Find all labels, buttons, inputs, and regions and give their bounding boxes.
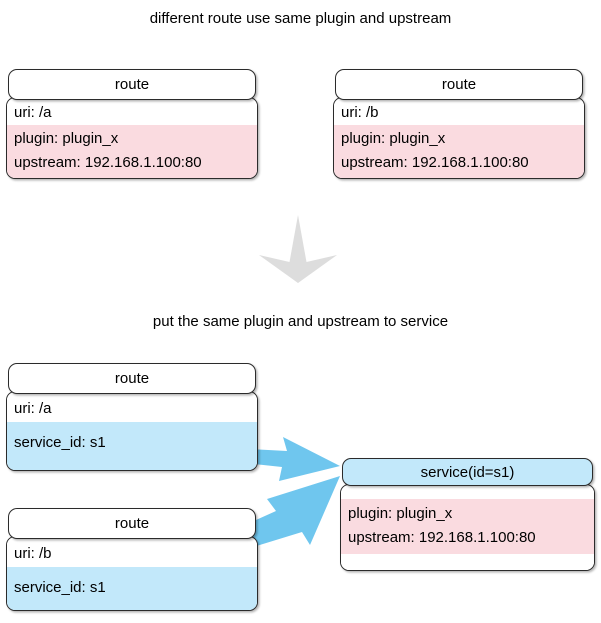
route-node-a-bottom-row-service-id: service_id: s1 (7, 422, 257, 456)
route-node-b-top-row-upstream: upstream: 192.168.1.100:80 (334, 151, 584, 175)
route-node-a-bottom-header: route (8, 363, 256, 394)
route-node-b-top-fill (334, 175, 584, 178)
route-node-b-bottom-body: uri: /b service_id: s1 (6, 536, 258, 611)
route-node-b-top-header: route (335, 69, 583, 100)
top-section-caption: different route use same plugin and upst… (149, 10, 452, 27)
service-node-body: plugin: plugin_x upstream: 192.168.1.100… (340, 484, 595, 571)
route-node-a-bottom-row-uri: uri: /a (7, 392, 257, 422)
service-node-top-pad (341, 485, 594, 499)
route-node-a-top-fill (7, 175, 257, 178)
bottom-section-caption: put the same plugin and upstream to serv… (152, 313, 449, 330)
route-node-b-top-row-plugin: plugin: plugin_x (334, 125, 584, 151)
route-node-a-top-row-upstream: upstream: 192.168.1.100:80 (7, 151, 257, 175)
route-node-a-top-body: uri: /a plugin: plugin_x upstream: 192.1… (6, 97, 258, 179)
service-node-header: service(id=s1) (342, 458, 593, 486)
route-node-b-top-body: uri: /b plugin: plugin_x upstream: 192.1… (333, 97, 585, 179)
route-node-b-bottom-row-service-id: service_id: s1 (7, 567, 257, 601)
service-node-row-plugin: plugin: plugin_x (341, 499, 594, 526)
service-node-row-upstream: upstream: 192.168.1.100:80 (341, 526, 594, 550)
service-node-bottom-pad (341, 554, 594, 570)
route-node-b-top-row-uri: uri: /b (334, 98, 584, 125)
route-node-b-bottom-fill (7, 601, 257, 610)
down-arrow-icon (259, 215, 337, 283)
service-node-pink-fill (341, 550, 594, 554)
route-node-a-bottom-body: uri: /a service_id: s1 (6, 391, 258, 471)
route-node-b-bottom-row-uri: uri: /b (7, 537, 257, 567)
route-node-a-top-row-plugin: plugin: plugin_x (7, 125, 257, 151)
route-node-a-top-header: route (8, 69, 256, 100)
route-node-a-bottom-fill (7, 456, 257, 470)
route-node-b-bottom-header: route (8, 508, 256, 539)
route-node-a-top-row-uri: uri: /a (7, 98, 257, 125)
